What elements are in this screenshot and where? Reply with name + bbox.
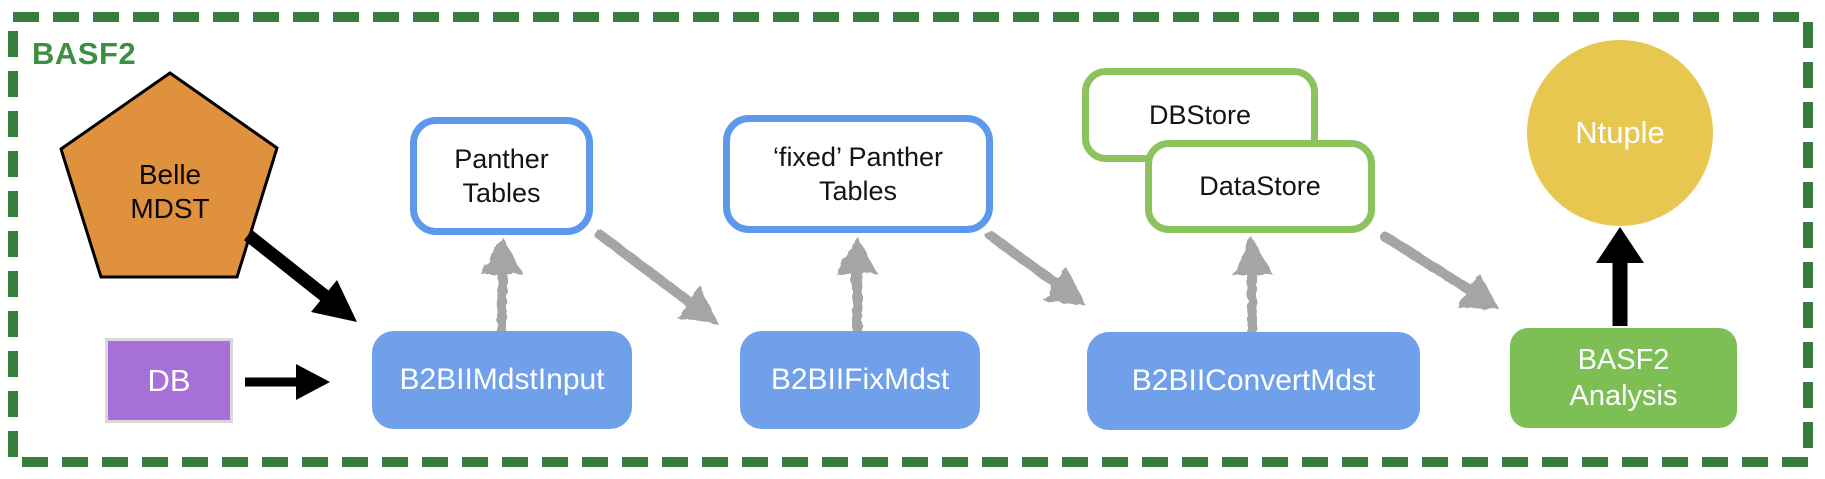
basf2-frame-border bbox=[8, 12, 1813, 467]
data-store-label: DataStore bbox=[1199, 171, 1321, 201]
node-b2bii-mdst-input: B2BIIMdstInput bbox=[372, 331, 632, 429]
node-ntuple: Ntuple bbox=[1527, 40, 1713, 226]
ntuple-label: Ntuple bbox=[1575, 115, 1665, 150]
belle-mdst-label: Belle MDST bbox=[130, 159, 210, 224]
arrow-b2biifixmdst-to-fixedpanthertables bbox=[836, 236, 878, 335]
node-db: DB bbox=[105, 338, 233, 423]
b2bii-mdst-input-label: B2BIIMdstInput bbox=[399, 363, 605, 396]
node-b2bii-convert-mdst: B2BIIConvertMdst bbox=[1087, 332, 1420, 430]
arrow-basf2analysis-to-ntuple bbox=[1596, 227, 1644, 326]
db-store-label: DBStore bbox=[1148, 99, 1252, 130]
b2bii-fix-mdst-label: B2BIIFixMdst bbox=[770, 363, 950, 396]
node-fixed-panther-tables: ‘fixed’ Panther Tables bbox=[723, 115, 993, 233]
fixed-panther-tables-label: ‘fixed’ Panther Tables bbox=[772, 142, 944, 206]
arrow-belle-mdst-to-b2biimdstinput bbox=[243, 229, 357, 322]
arrow-db-to-b2biimdstinput bbox=[245, 364, 330, 400]
node-panther-tables: Panther Tables bbox=[410, 117, 593, 235]
b2bii-convert-mdst-label: B2BIIConvertMdst bbox=[1131, 364, 1376, 397]
node-basf2-analysis: BASF2 Analysis bbox=[1510, 328, 1737, 428]
belle-mdst-pentagon bbox=[59, 71, 279, 279]
arrow-b2biimdstinput-to-panthertables bbox=[481, 236, 523, 335]
panther-tables-label: Panther Tables bbox=[454, 144, 549, 208]
arrow-fixedpanthertables-to-b2biiconvertmdst bbox=[986, 231, 1086, 306]
arrow-b2biiconvertmdst-to-datastore bbox=[1231, 237, 1273, 336]
node-b2bii-fix-mdst: B2BIIFixMdst bbox=[740, 331, 980, 429]
db-label: DB bbox=[147, 362, 191, 398]
arrow-datastore-to-basf2analysis bbox=[1379, 231, 1500, 310]
basf2-analysis-label: BASF2 Analysis bbox=[1569, 344, 1678, 412]
basf2-frame-label: BASF2 bbox=[32, 36, 137, 71]
node-data-store: DataStore bbox=[1145, 140, 1375, 233]
arrow-panthertables-to-b2biifixmdst bbox=[594, 229, 718, 324]
